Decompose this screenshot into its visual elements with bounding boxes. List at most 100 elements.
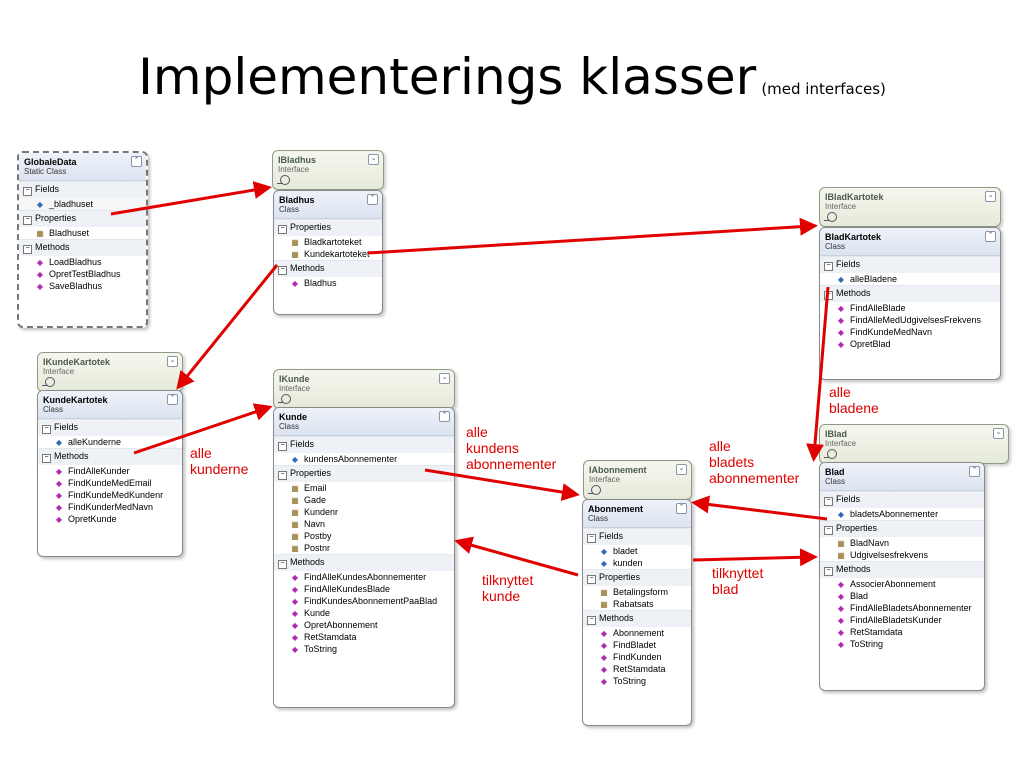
collapse-icon[interactable]: ⌃ [969,466,980,477]
expand-icon[interactable]: ⌄ [676,464,687,475]
minus-icon[interactable]: − [587,534,596,543]
section-properties[interactable]: −Properties [583,569,691,586]
member-item[interactable]: ◆Blad [837,591,869,601]
minus-icon[interactable]: − [824,526,833,535]
expand-icon[interactable]: ⌄ [167,356,178,367]
class-abonnement[interactable]: Abonnement Class ⌃ −Fields ◆bladet ◆kund… [582,499,692,726]
section-methods[interactable]: −Methods [274,260,382,277]
class-kundekartotek[interactable]: KundeKartotek Class ⌃ −Fields ◆alleKunde… [37,390,183,557]
member-item[interactable]: ◆Abonnement [600,628,665,638]
section-properties[interactable]: −Properties [274,465,454,482]
member-item[interactable]: ▦Udgivelsesfrekvens [837,550,929,560]
section-methods[interactable]: −Methods [274,554,454,571]
member-item[interactable]: ◆kunden [600,558,643,568]
interface-ikundekartotek[interactable]: IKundeKartotek Interface ⌄ [37,352,183,392]
member-item[interactable]: ▦Email [291,483,327,493]
member-item[interactable]: ▦Gade [291,495,327,505]
member-item[interactable]: ◆FindKundeMedKundenr [55,490,164,500]
member-item[interactable]: ▦Kundenr [291,507,339,517]
member-item[interactable]: ▦Postnr [291,543,331,553]
member-item[interactable]: ◆FindAlleKundesBlade [291,584,391,594]
section-methods[interactable]: −Methods [583,610,691,627]
member-item[interactable]: ◆alleKunderne [55,437,122,447]
minus-icon[interactable]: − [23,245,32,254]
section-methods[interactable]: −Methods [820,561,984,578]
member-item[interactable]: ▦Bladkartoteket [291,237,362,247]
expand-icon[interactable]: ⌄ [985,191,996,202]
expand-icon[interactable]: ⌄ [439,373,450,384]
section-fields[interactable]: −Fields [583,528,691,545]
minus-icon[interactable]: − [23,216,32,225]
minus-icon[interactable]: − [278,442,287,451]
member-item[interactable]: ▦Kundekartoteket [291,249,370,259]
section-fields[interactable]: −Fields [19,181,146,198]
collapse-icon[interactable]: ⌃ [985,231,996,242]
member-item[interactable]: ◆ToString [837,639,884,649]
section-fields[interactable]: −Fields [820,491,984,508]
member-item[interactable]: ◆SaveBladhus [36,281,103,291]
member-item[interactable]: ◆FindBladet [600,640,657,650]
minus-icon[interactable]: − [278,471,287,480]
member-item[interactable]: ◆FindKundeMedEmail [55,478,152,488]
class-bladhus[interactable]: Bladhus Class ⌃ −Properties ▦Bladkartote… [273,190,383,315]
minus-icon[interactable]: − [824,497,833,506]
member-item[interactable]: ▦Betalingsform [600,587,669,597]
member-item[interactable]: ◆kundensAbonnementer [291,454,398,464]
section-properties[interactable]: −Properties [274,219,382,236]
member-item[interactable]: ◆RetStamdata [600,664,666,674]
section-fields[interactable]: −Fields [274,436,454,453]
minus-icon[interactable]: − [23,187,32,196]
member-item[interactable]: ◆ToString [600,676,647,686]
class-bladkartotek[interactable]: BladKartotek Class ⌃ −Fields ◆alleBladen… [819,227,1001,380]
class-kunde[interactable]: Kunde Class ⌃ −Fields ◆kundensAbonnement… [273,407,455,708]
member-item[interactable]: ◆OpretAbonnement [291,620,378,630]
member-item[interactable]: ▦BladNavn [837,538,890,548]
member-item[interactable]: ◆FindAlleBlade [837,303,906,313]
member-item[interactable]: ▦Bladhuset [36,228,90,238]
member-item[interactable]: ◆OpretTestBladhus [36,269,121,279]
minus-icon[interactable]: − [587,616,596,625]
minus-icon[interactable]: − [587,575,596,584]
member-item[interactable]: ◆FindKunden [600,652,662,662]
minus-icon[interactable]: − [42,425,51,434]
member-item[interactable]: ◆RetStamdata [291,632,357,642]
member-item[interactable]: ▦Navn [291,519,326,529]
class-blad[interactable]: Blad Class ⌃ −Fields ◆bladetsAbonnemente… [819,462,985,691]
member-item[interactable]: ◆FindAlleBladetsKunder [837,615,942,625]
member-item[interactable]: ◆bladet [600,546,638,556]
member-item[interactable]: ◆AssocierAbonnement [837,579,936,589]
section-methods[interactable]: −Methods [19,239,146,256]
member-item[interactable]: ◆FindAlleKundesAbonnementer [291,572,427,582]
collapse-icon[interactable]: ⌃ [367,194,378,205]
member-item[interactable]: ◆Kunde [291,608,331,618]
section-properties[interactable]: −Properties [820,520,984,537]
member-item[interactable]: ◆FindAlleMedUdgivelsesFrekvens [837,315,982,325]
member-item[interactable]: ◆Bladhus [291,278,337,288]
minus-icon[interactable]: − [278,560,287,569]
class-globaledata[interactable]: GlobaleData Static Class ⌃ −Fields ◆_bla… [17,151,148,328]
member-item[interactable]: ▦Rabatsats [600,599,654,609]
member-item[interactable]: ◆FindAlleKunder [55,466,130,476]
collapse-icon[interactable]: ⌃ [131,156,142,167]
section-methods[interactable]: −Methods [38,448,182,465]
member-item[interactable]: ◆bladetsAbonnementer [837,509,939,519]
member-item[interactable]: ◆FindAlleBladetsAbonnementer [837,603,972,613]
member-item[interactable]: ◆OpretBlad [837,339,891,349]
member-item[interactable]: ▦Postby [291,531,332,541]
expand-icon[interactable]: ⌄ [368,154,379,165]
member-item[interactable]: ◆RetStamdata [837,627,903,637]
interface-iblad[interactable]: IBlad Interface ⌄ [819,424,1009,464]
member-item[interactable]: ◆FindKunderMedNavn [55,502,154,512]
member-item[interactable]: ◆_bladhuset [19,198,146,210]
collapse-icon[interactable]: ⌃ [676,503,687,514]
minus-icon[interactable]: − [278,225,287,234]
member-item[interactable]: ◆LoadBladhus [36,257,102,267]
section-fields[interactable]: −Fields [820,256,1000,273]
collapse-icon[interactable]: ⌃ [167,394,178,405]
interface-iabonnement[interactable]: IAbonnement Interface ⌄ [583,460,692,500]
member-item[interactable]: ◆FindKundeMedNavn [837,327,933,337]
minus-icon[interactable]: − [824,567,833,576]
member-item[interactable]: ◆alleBladene [837,274,898,284]
section-fields[interactable]: −Fields [38,419,182,436]
minus-icon[interactable]: − [824,262,833,271]
